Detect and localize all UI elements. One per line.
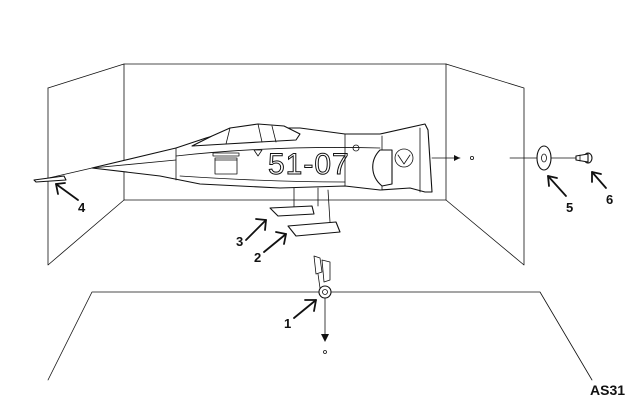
tail-number-marking: 51-07 [268, 148, 350, 181]
ventral-fairing-part [287, 189, 341, 237]
aircraft-fuselage [91, 123, 433, 193]
callout-2: 2 [254, 250, 261, 265]
callout-5: 5 [566, 200, 573, 215]
rear-attachment-line [431, 155, 577, 161]
callout-4: 4 [78, 200, 86, 215]
figure-code: AS31 [590, 382, 625, 398]
nose-landing-gear [313, 255, 332, 354]
display-base-floor [47, 291, 593, 381]
callout-6: 6 [606, 192, 613, 207]
pitot-probe [33, 167, 93, 183]
washer-part [536, 145, 552, 171]
callout-arrows [55, 171, 607, 319]
display-case-back-wall [47, 63, 525, 266]
ventral-pylon-upper [269, 187, 319, 217]
screw-part [575, 152, 593, 164]
callout-3: 3 [236, 234, 243, 249]
callout-1: 1 [284, 316, 291, 331]
